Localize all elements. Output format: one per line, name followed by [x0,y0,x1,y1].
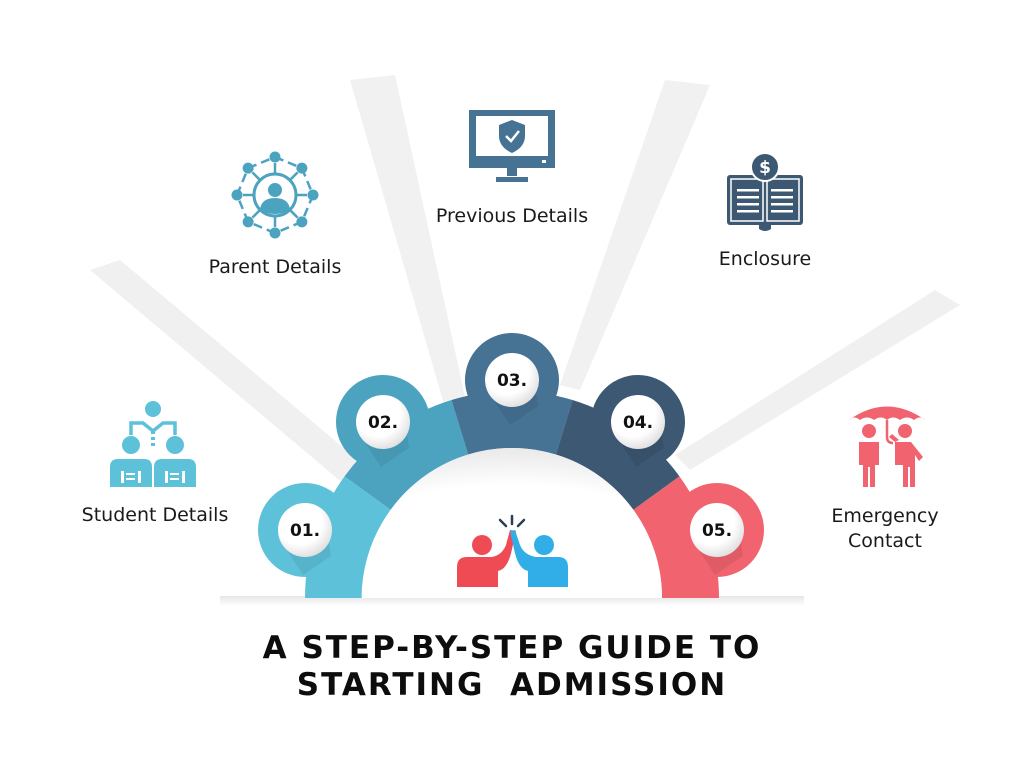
badge-circle [611,395,665,449]
step-label-parent-details: Parent Details [208,256,342,278]
ray-4 [675,290,960,470]
student-hierarchy-icon [110,401,196,487]
step-label-previous-details: Previous Details [435,205,589,227]
title-line-1: A STEP-BY-STEP GUIDE TO [262,630,762,666]
badge-circle [485,353,539,407]
badge-circle [356,395,410,449]
high-five-icon [457,514,568,587]
badge-circle [278,503,332,557]
monitor-shield-icon [469,110,555,182]
ray-3 [560,80,710,390]
step-number: 05. [702,521,732,541]
badge-circle [690,503,744,557]
parent-network-icon [231,151,319,239]
step-number: 01. [290,521,320,541]
umbrella-people-icon [849,406,925,487]
step-label-enclosure: Enclosure [718,248,812,270]
ray-1 [90,260,370,485]
step-number: 04. [623,413,653,433]
step-number-badge-1: 01. [278,503,332,575]
svg-text:$: $ [759,158,771,178]
step-number: 03. [497,371,527,391]
step-number-badge-3: 03. [485,353,539,425]
step-label-emergency-contact: Emergency Contact [815,504,955,554]
step-number-badge-5: 05. [690,503,744,575]
step-number-badge-4: 04. [611,395,665,467]
step-label-emergency-line2: Contact [848,530,922,552]
step-number: 02. [368,413,398,433]
page-title: A STEP-BY-STEP GUIDE TO STARTING ADMISSI… [0,630,1024,704]
floor-shadow [220,596,804,606]
title-line-2: STARTING ADMISSION [296,667,728,703]
step-label-student-details: Student Details [81,504,229,526]
step-number-badge-2: 02. [356,395,410,467]
step-label-emergency-line1: Emergency [831,505,939,527]
book-dollar-icon: $ [727,152,803,231]
ray-2 [350,75,470,425]
background-rays [90,75,960,485]
